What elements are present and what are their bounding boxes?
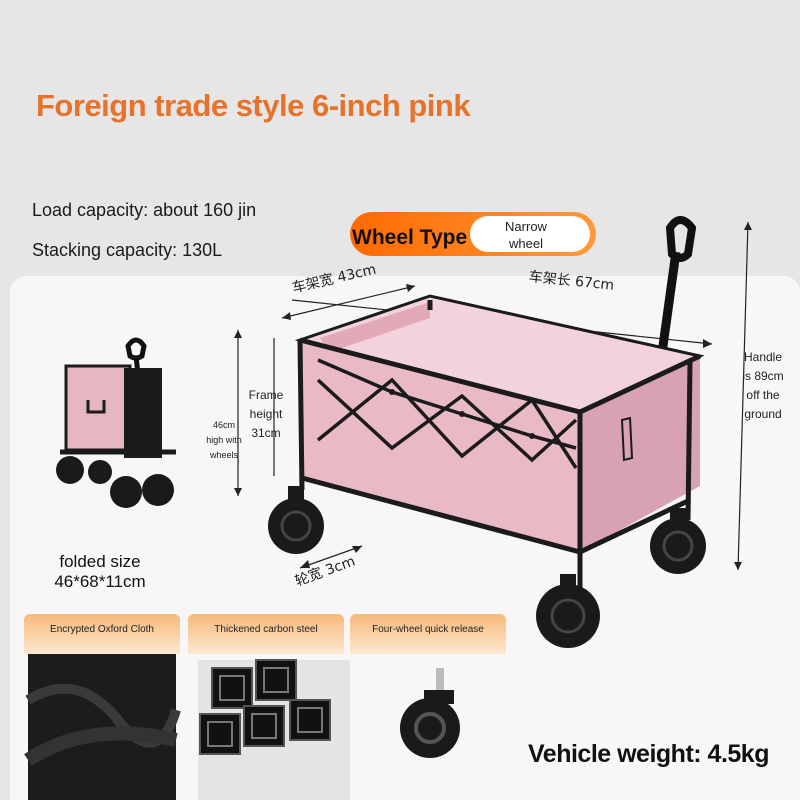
folded-wagon bbox=[56, 337, 176, 508]
feature-card-header bbox=[188, 614, 344, 654]
carbon-steel-image bbox=[198, 659, 350, 800]
oxford-cloth-image bbox=[24, 654, 181, 800]
feature-label-caster: Four-wheel quick release bbox=[372, 624, 484, 635]
load-capacity-text: Load capacity: about 160 jin bbox=[32, 200, 257, 220]
folded-size-value: 46*68*11cm bbox=[54, 572, 146, 591]
caster-wheel-image bbox=[400, 668, 460, 758]
height-with-wheels-label: 46cm high with wheels bbox=[206, 420, 242, 460]
wheel-type-label: Wheel Type bbox=[352, 226, 468, 249]
product-title: Foreign trade style 6-inch pink bbox=[36, 88, 471, 123]
feature-card-header bbox=[350, 614, 506, 654]
frame-height-label: Frame height 31cm bbox=[248, 388, 284, 440]
wheel-type-value: Narrow wheel bbox=[505, 219, 547, 251]
wheel-type-pill bbox=[470, 216, 590, 252]
vehicle-weight: Vehicle weight: 4.5kg bbox=[528, 740, 769, 768]
stacking-capacity-text: Stacking capacity: 130L bbox=[32, 240, 223, 260]
folded-size-label: folded size bbox=[59, 552, 141, 571]
wagon-wheels bbox=[268, 486, 706, 648]
feature-card-header bbox=[24, 614, 180, 654]
folded-size: folded size 46*68*11cm bbox=[36, 552, 164, 592]
feature-card-steel: Thickened carbon steel bbox=[188, 614, 344, 800]
feature-card-oxford: Encrypted Oxford Cloth bbox=[24, 614, 180, 800]
feature-card-caster: Four-wheel quick release bbox=[350, 614, 506, 800]
feature-label-oxford: Encrypted Oxford Cloth bbox=[50, 624, 154, 635]
feature-label-steel: Thickened carbon steel bbox=[214, 624, 318, 635]
handle-height-label: Handle is 89cm off the ground bbox=[742, 350, 784, 421]
